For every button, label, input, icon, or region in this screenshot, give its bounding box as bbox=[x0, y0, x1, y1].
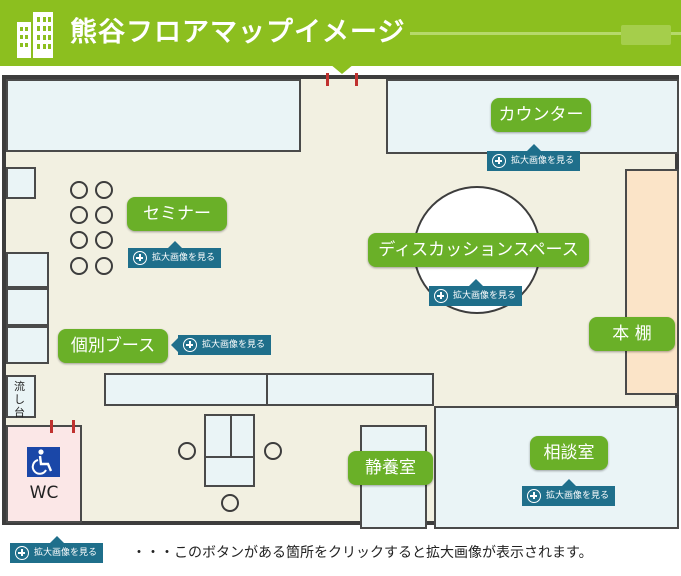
stool bbox=[221, 494, 239, 512]
booth-desk bbox=[266, 373, 434, 406]
plus-circle-icon bbox=[527, 489, 541, 503]
restroom-door bbox=[50, 420, 53, 433]
sink: 流し台 bbox=[6, 375, 36, 419]
zoom-button-label: 拡大画像を見る bbox=[152, 253, 216, 263]
booth-label[interactable]: 個別ブース bbox=[58, 329, 168, 363]
pointer-nub bbox=[526, 144, 541, 151]
seminar-stool bbox=[70, 257, 88, 275]
plus-circle-icon bbox=[434, 289, 448, 303]
bookshelf bbox=[625, 169, 679, 395]
building-icon bbox=[17, 12, 53, 58]
zoom-button-label: 拡大画像を見る bbox=[546, 491, 610, 501]
wc-label: WC bbox=[29, 483, 59, 503]
seminar-stool bbox=[95, 257, 113, 275]
legend-note: ・・・このボタンがある箇所をクリックすると拡大画像が表示されます。 bbox=[132, 545, 593, 561]
counter-zoom-button[interactable]: 拡大画像を見る bbox=[487, 144, 581, 171]
pointer-nub bbox=[561, 479, 576, 486]
legend-button-label: 拡大画像を見る bbox=[34, 548, 98, 558]
zoom-button-label: 拡大画像を見る bbox=[511, 156, 575, 166]
seminar-stool bbox=[70, 231, 88, 249]
plus-circle-icon bbox=[133, 251, 147, 265]
page-title: 熊谷フロアマップイメージ bbox=[70, 17, 406, 48]
stool bbox=[264, 442, 282, 460]
entrance-door bbox=[355, 73, 358, 86]
counter-label[interactable]: カウンター bbox=[491, 98, 591, 132]
restroom-door bbox=[72, 420, 75, 433]
zoom-button-label: 拡大画像を見る bbox=[453, 291, 517, 301]
table bbox=[230, 414, 255, 458]
header-decoration bbox=[621, 25, 671, 45]
plus-circle-icon bbox=[15, 546, 29, 560]
discussion-label[interactable]: ディスカッションスペース bbox=[368, 233, 589, 267]
legend-zoom-button: 拡大画像を見る bbox=[10, 536, 104, 563]
bookshelf-label[interactable]: 本 棚 bbox=[589, 317, 675, 351]
seminar-zoom-button[interactable]: 拡大画像を見る bbox=[128, 241, 222, 268]
plus-circle-icon bbox=[183, 338, 197, 352]
consult-zoom-button[interactable]: 拡大画像を見る bbox=[522, 479, 616, 506]
consult-room-label[interactable]: 相談室 bbox=[530, 436, 608, 470]
pointer-nub bbox=[171, 338, 178, 352]
seminar-label[interactable]: セミナー bbox=[127, 197, 227, 231]
floor-map: カウンター 拡大画像を見る セミナー 拡大画像を見る ディスカッションスペース … bbox=[2, 73, 679, 529]
pointer-nub bbox=[49, 536, 64, 543]
seminar-stool bbox=[95, 231, 113, 249]
table bbox=[204, 456, 255, 487]
sink-label: 流し台 bbox=[14, 380, 25, 419]
booth-desk bbox=[104, 373, 268, 406]
cabinet bbox=[6, 288, 49, 326]
cabinet bbox=[6, 167, 36, 199]
seminar-stool bbox=[70, 206, 88, 224]
seminar-stool bbox=[70, 181, 88, 199]
header-stripe bbox=[410, 32, 681, 35]
wheelchair-icon bbox=[27, 447, 60, 477]
cabinet bbox=[6, 252, 49, 288]
booth-zoom-button[interactable]: 拡大画像を見る bbox=[171, 335, 272, 355]
cabinet bbox=[6, 326, 49, 364]
seminar-stool bbox=[95, 181, 113, 199]
zoom-button-label: 拡大画像を見る bbox=[202, 340, 266, 350]
seminar-stool bbox=[95, 206, 113, 224]
entrance-door bbox=[326, 73, 329, 86]
rest-room-label[interactable]: 静養室 bbox=[348, 451, 433, 485]
pointer-nub bbox=[167, 241, 182, 248]
plus-circle-icon bbox=[492, 154, 506, 168]
discussion-zoom-button[interactable]: 拡大画像を見る bbox=[429, 279, 523, 306]
stool bbox=[178, 442, 196, 460]
header-pointer bbox=[330, 64, 354, 74]
pointer-nub bbox=[468, 279, 483, 286]
room-top-left bbox=[6, 79, 301, 152]
